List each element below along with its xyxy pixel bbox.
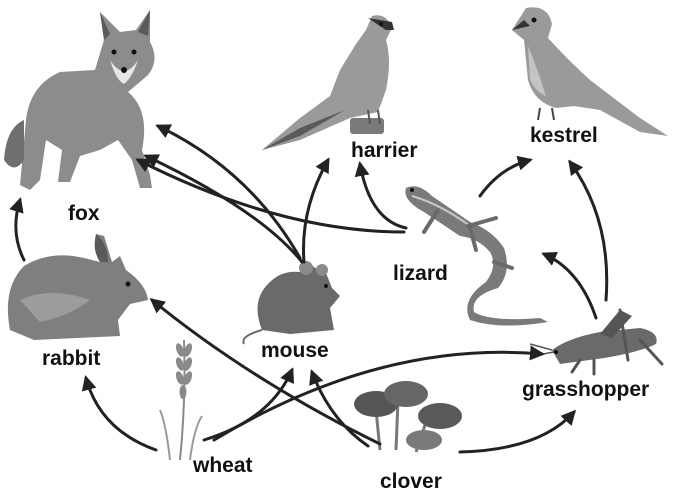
arrow-wheat-to-rabbit	[86, 378, 156, 450]
label-wheat: wheat	[193, 454, 253, 478]
label-rabbit: rabbit	[42, 347, 100, 371]
wheat-icon	[160, 340, 202, 460]
harrier-icon	[262, 15, 394, 150]
fox-icon	[4, 10, 155, 190]
arrow-mouse-to-fox-b	[146, 156, 302, 262]
kestrel-icon	[512, 7, 668, 136]
grasshopper-icon	[530, 310, 662, 374]
mouse-icon	[243, 261, 340, 344]
arrow-grasshopper-to-lizard	[544, 254, 596, 318]
label-fox: fox	[68, 202, 100, 226]
arrow-rabbit-to-fox	[16, 200, 24, 260]
label-clover: clover	[380, 470, 442, 494]
arrow-clover-to-grasshopper	[460, 412, 574, 452]
clover-icon	[354, 381, 462, 452]
label-harrier: harrier	[351, 139, 418, 163]
arrow-mouse-to-harrier	[304, 160, 329, 262]
rabbit-icon	[8, 234, 148, 340]
arrow-lizard-to-kestrel	[480, 160, 530, 196]
label-lizard: lizard	[393, 262, 448, 286]
arrow-lizard-to-harrier	[360, 164, 406, 228]
label-grasshopper: grasshopper	[522, 378, 649, 402]
label-mouse: mouse	[261, 339, 329, 363]
lizard-icon	[405, 186, 548, 325]
label-kestrel: kestrel	[530, 124, 598, 148]
